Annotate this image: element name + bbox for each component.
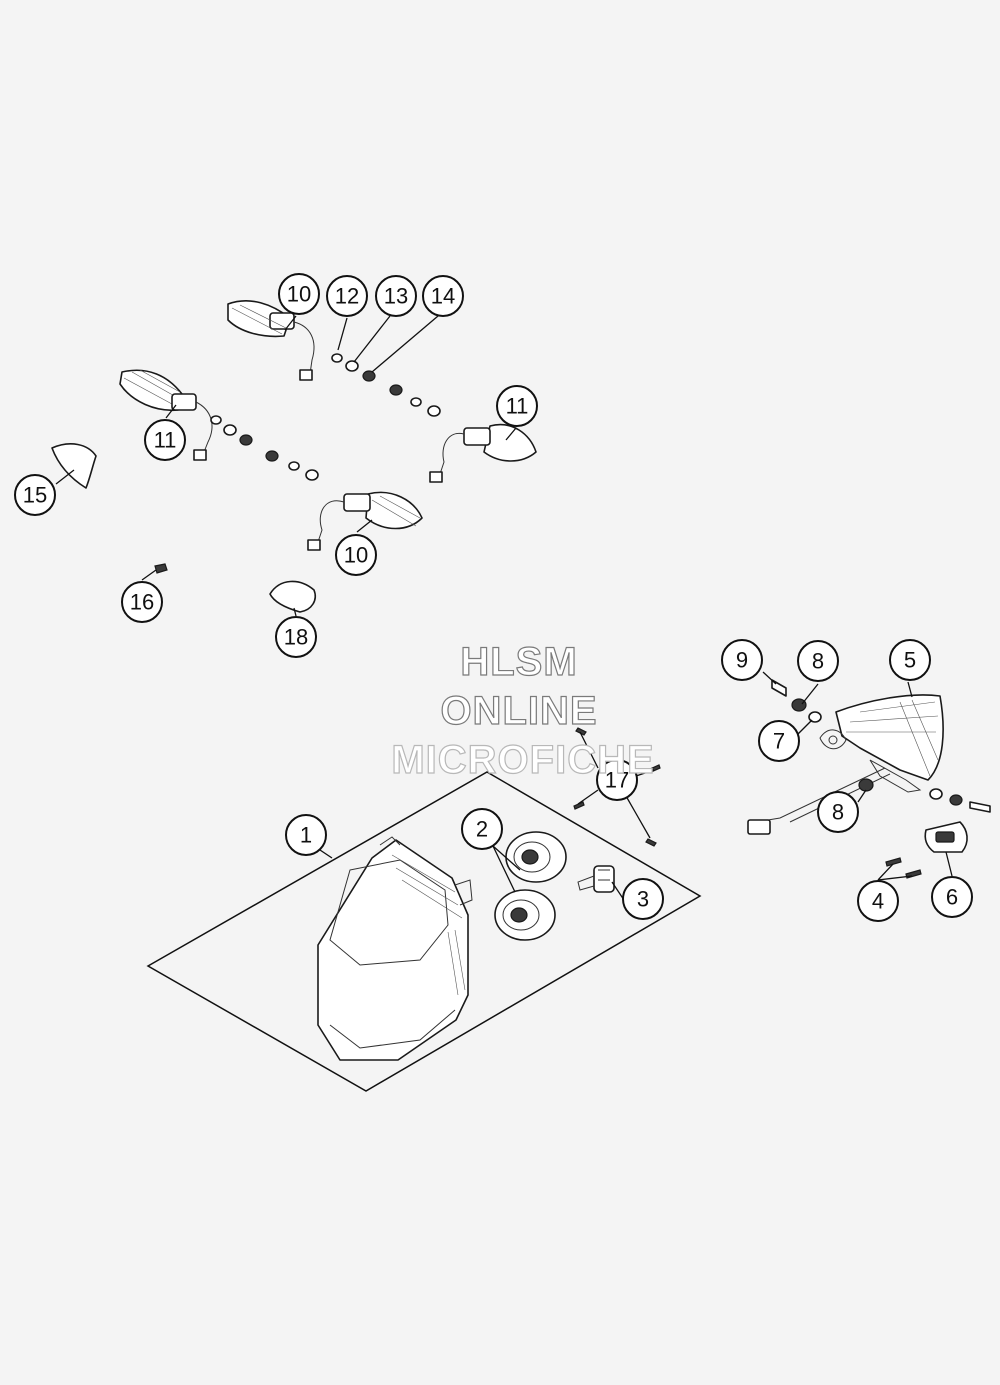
tail-light: [747, 694, 944, 835]
callout-2[interactable]: 2: [461, 808, 503, 850]
callout-7[interactable]: 7: [758, 720, 800, 762]
callout-14[interactable]: 14: [422, 275, 464, 317]
callout-6[interactable]: 6: [931, 876, 973, 918]
callout-13[interactable]: 13: [375, 275, 417, 317]
bulb-socket-lower: [494, 889, 556, 941]
washers-and-nuts: [210, 353, 441, 481]
turn-signal-rear-right: [429, 423, 537, 483]
svg-text:5: 5: [904, 648, 916, 673]
svg-text:10: 10: [344, 543, 368, 568]
callout-16[interactable]: 16: [121, 581, 163, 623]
svg-text:10: 10: [287, 282, 311, 307]
svg-text:11: 11: [506, 394, 529, 419]
watermark-line-1: HLSM: [460, 640, 577, 684]
callout-1[interactable]: 1: [285, 814, 327, 856]
headlight-housing: [317, 836, 473, 1061]
svg-text:18: 18: [284, 625, 308, 650]
svg-text:4: 4: [872, 889, 884, 914]
svg-text:8: 8: [812, 649, 824, 674]
reflector-18: [269, 580, 316, 613]
callout-18[interactable]: 18: [275, 616, 317, 658]
svg-text:8: 8: [832, 800, 844, 825]
svg-text:12: 12: [335, 284, 359, 309]
callout-17[interactable]: 17: [596, 759, 638, 801]
callout-15[interactable]: 15: [14, 474, 56, 516]
screw-16: [154, 563, 168, 574]
svg-text:13: 13: [384, 284, 408, 309]
svg-text:6: 6: [946, 885, 958, 910]
license-plate-light: [885, 821, 968, 879]
watermark-line-3: MICROFICHE: [391, 738, 654, 782]
callout-8-upper[interactable]: 8: [797, 640, 839, 682]
callout-8-lower[interactable]: 8: [817, 791, 859, 833]
callout-3[interactable]: 3: [622, 878, 664, 920]
svg-text:14: 14: [431, 284, 455, 309]
callout-4[interactable]: 4: [857, 880, 899, 922]
callout-9[interactable]: 9: [721, 639, 763, 681]
headlight-bulb: [577, 865, 615, 893]
svg-text:15: 15: [23, 483, 47, 508]
svg-text:16: 16: [130, 590, 154, 615]
callout-11-left[interactable]: 11: [144, 419, 186, 461]
svg-text:1: 1: [300, 823, 312, 848]
svg-text:2: 2: [476, 817, 488, 842]
callout-11-right[interactable]: 11: [496, 385, 538, 427]
turn-signal-front-right: [307, 491, 423, 551]
svg-text:11: 11: [154, 428, 177, 453]
leader-lines: [55, 315, 953, 901]
callout-5[interactable]: 5: [889, 639, 931, 681]
tail-light-hardware: [771, 679, 991, 813]
callout-10-lower[interactable]: 10: [335, 534, 377, 576]
svg-text:3: 3: [637, 887, 649, 912]
svg-text:7: 7: [773, 729, 785, 754]
indicator-lens-cover: [51, 443, 97, 489]
callout-10-upper[interactable]: 10: [278, 273, 320, 315]
watermark-line-2: ONLINE: [440, 689, 597, 733]
headlight-group-outline: [146, 771, 702, 1092]
watermark: HLSM ONLINE MICROFICHE: [391, 639, 655, 782]
callout-12[interactable]: 12: [326, 275, 368, 317]
bulb-socket-upper: [505, 831, 567, 883]
turn-signal-rear-left: [119, 369, 213, 461]
svg-text:17: 17: [605, 768, 629, 793]
svg-text:9: 9: [736, 648, 748, 673]
